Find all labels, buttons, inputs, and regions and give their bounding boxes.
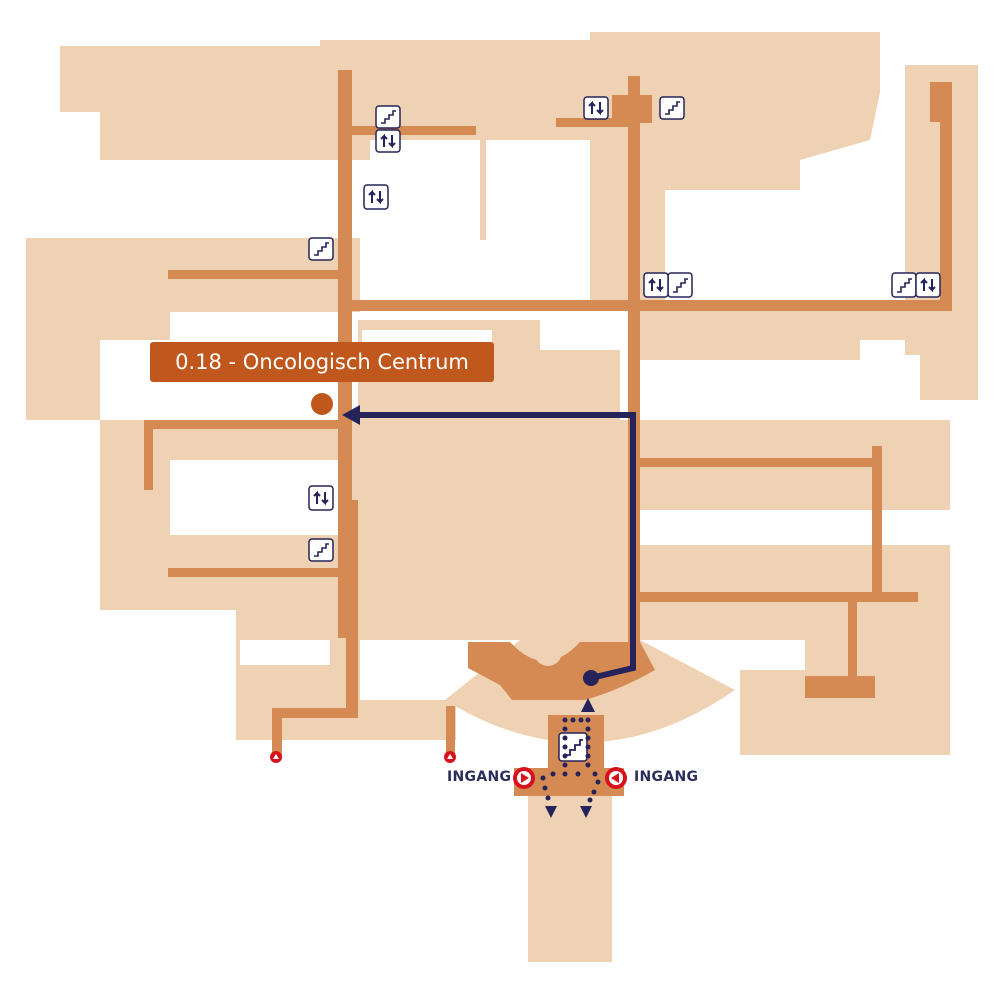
route-line [358, 412, 636, 681]
emergency-exit-icon [444, 751, 456, 763]
entrance-label-left: INGANG [447, 769, 512, 785]
elevator-icon [583, 96, 609, 120]
stairs-icon [891, 272, 917, 298]
elevator-icon [915, 272, 941, 298]
corridors [144, 70, 952, 796]
route [342, 405, 636, 818]
elevator-icon [643, 272, 669, 298]
stairs-icon [308, 237, 334, 261]
emergency-exit-markers [270, 751, 456, 763]
entrance-arrow-icon [605, 767, 627, 789]
stairs-icon [659, 96, 685, 120]
entrance-dotted-paths [540, 717, 601, 803]
route-arrowhead-icon [342, 405, 360, 425]
emergency-exit-icon [270, 751, 282, 763]
courtyards [170, 140, 905, 665]
elevator-icons [308, 96, 941, 511]
stairs-icon [375, 105, 401, 129]
entrance-markers [513, 767, 627, 789]
stairs-icon [308, 538, 334, 562]
exit-arrow-icon [580, 806, 592, 818]
stairs-icons [308, 96, 917, 762]
entrance-label-right: INGANG [634, 769, 699, 785]
lobby [468, 642, 655, 700]
destination-marker-icon [311, 393, 333, 415]
stairs-icon [667, 272, 693, 298]
entrance-arrow-up-icon [581, 698, 595, 712]
elevator-icon [363, 184, 389, 210]
elevator-icon [308, 485, 334, 511]
entrance-arrow-icon [513, 767, 535, 789]
elevator-icon [375, 129, 401, 153]
exit-arrow-icon [545, 806, 557, 818]
destination-label: 0.18 - Oncologisch Centrum [150, 342, 494, 382]
route-start-dot [583, 670, 599, 686]
